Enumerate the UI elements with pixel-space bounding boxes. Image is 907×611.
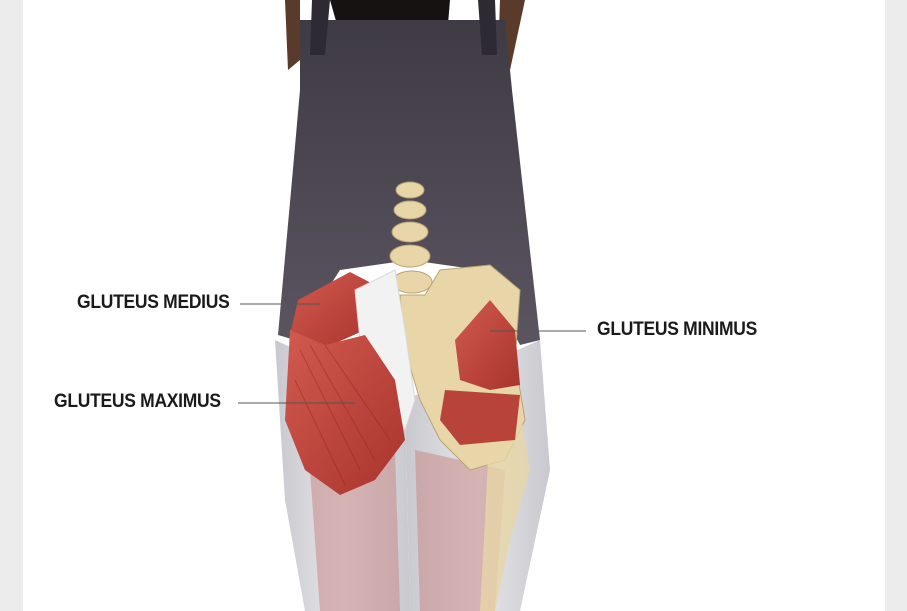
label-gluteus-maximus: GLUTEUS MAXIMUS (54, 391, 221, 413)
label-gluteus-minimus: GLUTEUS MINIMUS (597, 319, 757, 341)
left-arm (285, 0, 300, 70)
label-gluteus-medius: GLUTEUS MEDIUS (77, 292, 230, 314)
